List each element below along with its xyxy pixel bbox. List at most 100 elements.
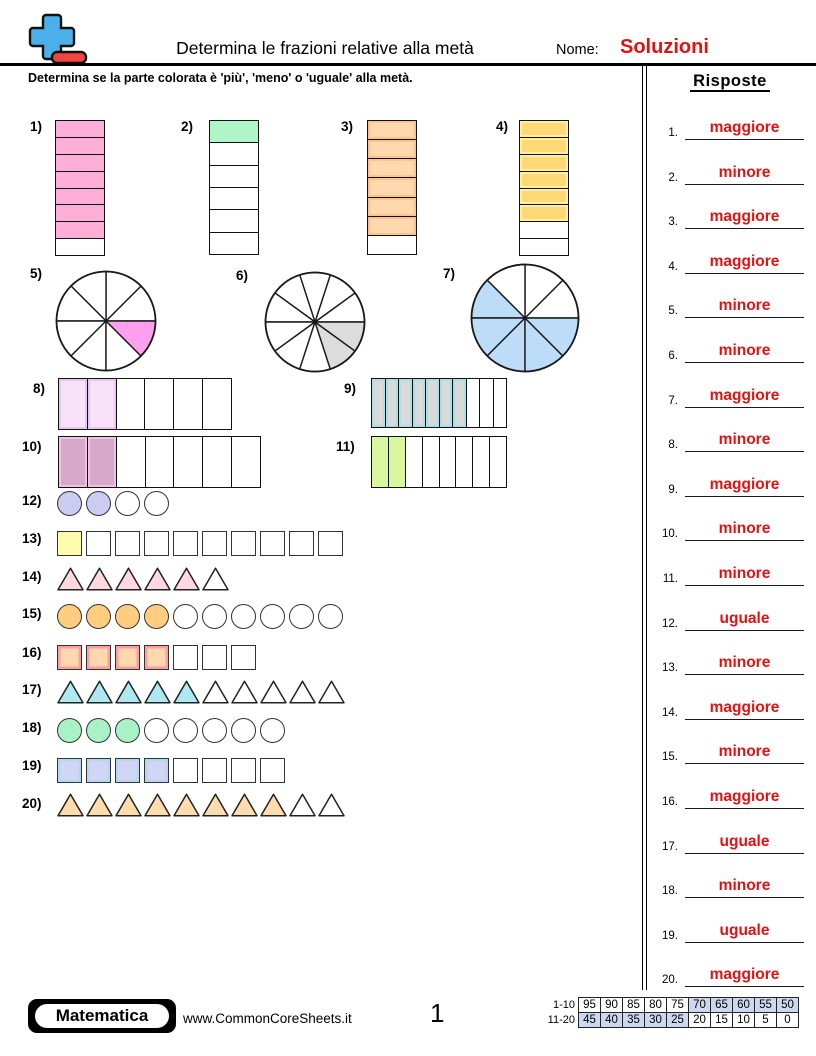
score-cell: 45 [578, 1012, 601, 1028]
shape-row [57, 604, 343, 629]
answer-value: maggiore [685, 966, 804, 987]
answer-item: 11.minore [652, 550, 812, 586]
fraction-cell [480, 379, 494, 427]
shape-row [57, 567, 229, 591]
score-cell: 75 [666, 997, 689, 1013]
square-shape [173, 531, 198, 556]
triangle-shape [57, 567, 84, 591]
fraction-cell [232, 437, 260, 487]
shape-row [57, 680, 345, 704]
header-rule [0, 63, 816, 66]
answer-value: minore [685, 565, 804, 586]
answers-title: Risposte [647, 72, 813, 92]
fraction-cell [210, 143, 258, 166]
problem-number: 20) [22, 796, 42, 811]
triangle-shape [86, 793, 113, 817]
fraction-cell [372, 379, 386, 427]
answer-value: uguale [685, 610, 804, 631]
answer-item: 1.maggiore [652, 104, 812, 140]
circle-shape [173, 604, 198, 629]
circle-shape [86, 718, 111, 743]
answer-item: 7.maggiore [652, 372, 812, 408]
answer-number: 12. [662, 618, 678, 630]
answer-item: 18.minore [652, 862, 812, 898]
answer-item: 19.uguale [652, 907, 812, 943]
answers-separator [642, 66, 647, 990]
fraction-bar [58, 378, 232, 430]
circle-shape [86, 491, 111, 516]
circle-shape [144, 718, 169, 743]
fraction-cell [520, 239, 568, 255]
triangle-shape [86, 680, 113, 704]
square-shape [86, 645, 111, 670]
triangle-shape [115, 567, 142, 591]
fraction-cell [368, 197, 416, 217]
answer-number: 15. [662, 751, 678, 763]
problem-number: 3) [341, 119, 354, 134]
fraction-cell [56, 239, 104, 255]
triangle-shape [260, 680, 287, 704]
triangle-shape [289, 793, 316, 817]
fraction-cell [59, 437, 88, 487]
fraction-cell [56, 222, 104, 240]
fraction-cell [56, 137, 104, 155]
fraction-cell [494, 379, 507, 427]
fraction-cell [456, 437, 474, 487]
answer-number: 20. [662, 974, 678, 986]
circle-shape [57, 604, 82, 629]
answer-number: 8. [668, 439, 678, 451]
answer-item: 15.minore [652, 728, 812, 764]
answer-item: 12. uguale [652, 595, 812, 631]
fraction-cell [412, 379, 426, 427]
circle-shape [231, 604, 256, 629]
fraction-cell [520, 222, 568, 240]
fraction-cell [520, 188, 568, 206]
score-cell: 65 [710, 997, 733, 1013]
problem-number: 8) [33, 381, 46, 396]
circle-shape [173, 718, 198, 743]
score-cell: 40 [600, 1012, 623, 1028]
problem-number: 15) [22, 606, 42, 621]
circle-shape [57, 718, 82, 743]
fraction-cell [145, 379, 175, 429]
score-row-label: 11-20 [547, 1014, 575, 1026]
triangle-shape [289, 680, 316, 704]
answer-number: 2. [668, 172, 678, 184]
score-cell: 20 [688, 1012, 711, 1028]
score-cell: 0 [776, 1012, 799, 1028]
answer-value: minore [685, 520, 804, 541]
score-cell: 30 [644, 1012, 667, 1028]
pie-outline [264, 271, 366, 373]
triangle-shape [144, 680, 171, 704]
square-shape [144, 758, 169, 783]
problem-number: 5) [30, 266, 43, 281]
answer-item: 14.maggiore [652, 684, 812, 720]
score-cell: 80 [644, 997, 667, 1013]
answer-number: 1. [668, 127, 678, 139]
fraction-pie [470, 263, 580, 373]
fraction-cell [423, 437, 440, 487]
problem-number: 19) [22, 758, 42, 773]
score-cell: 10 [732, 1012, 755, 1028]
answer-item: 16.maggiore [652, 773, 812, 809]
fraction-cell [56, 205, 104, 223]
fraction-pie [264, 271, 366, 373]
square-shape [115, 645, 140, 670]
score-cell: 5 [754, 1012, 777, 1028]
instruction-text: Determina se la parte colorata è 'più', … [28, 71, 413, 85]
fraction-cell [520, 137, 568, 155]
problem-number: 13) [22, 531, 42, 546]
fraction-cell [56, 171, 104, 189]
circle-shape [260, 718, 285, 743]
triangle-shape [202, 567, 229, 591]
answer-number: 6. [668, 350, 678, 362]
minus-icon [50, 50, 88, 65]
triangle-shape [202, 680, 229, 704]
score-cell: 60 [732, 997, 755, 1013]
fraction-cell [368, 178, 416, 198]
square-shape [144, 531, 169, 556]
answer-value: maggiore [685, 788, 804, 809]
fraction-cell [59, 379, 88, 429]
